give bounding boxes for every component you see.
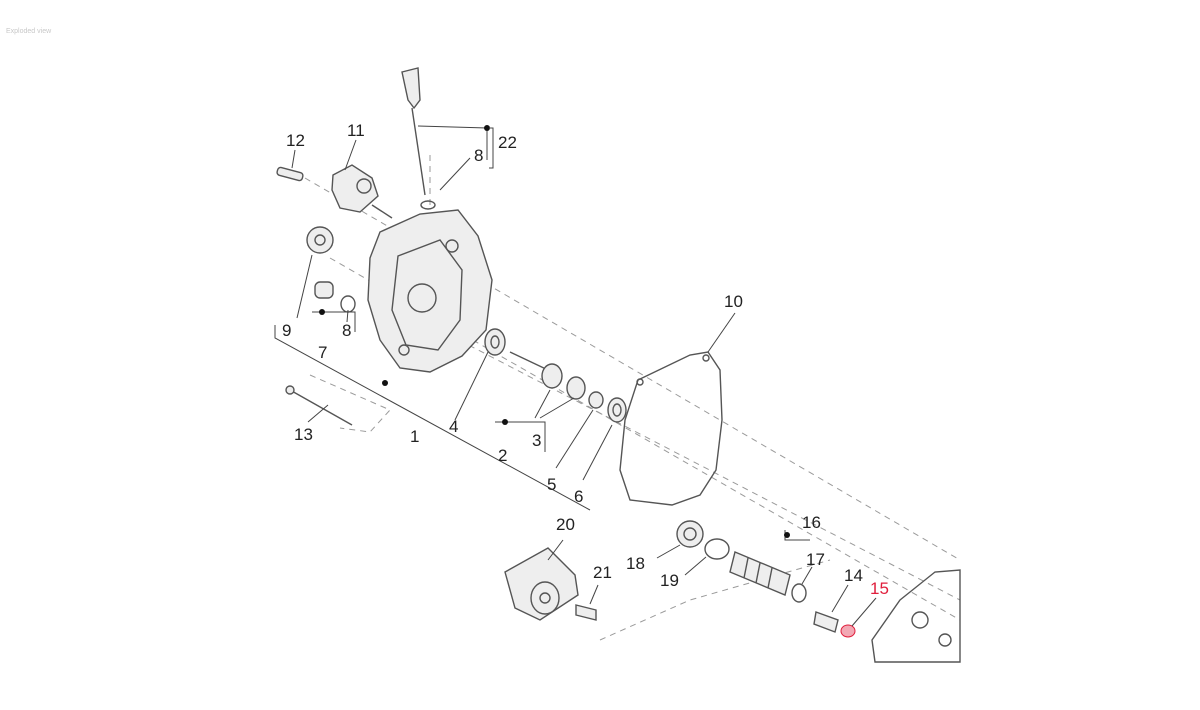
part-19-oring[interactable] [704,538,730,560]
part-13-long-bolt[interactable] [285,385,353,426]
part-5-washer[interactable] [588,391,604,409]
callout-10: 10 [724,292,743,311]
callout-16: 16 [802,513,821,532]
callout-5: 5 [547,475,556,494]
callout-12: 12 [286,131,305,150]
callout-17: 17 [806,550,825,569]
callout-6: 6 [574,487,583,506]
part-22-dipstick[interactable] [401,67,436,210]
part-7-plug[interactable] [314,281,334,299]
part-2-shaft[interactable] [509,351,549,371]
part-6-seal[interactable] [607,397,627,423]
part-15-washer[interactable] [840,624,856,638]
part-21-drain-plug[interactable] [575,604,597,621]
callout-9: 9 [282,321,291,340]
callout-15: 15 [870,579,889,598]
callout-13: 13 [294,425,313,444]
watermark: Exploded view [6,28,52,35]
callout-8-mid: 8 [342,321,351,340]
part-12-bolt[interactable] [276,166,304,182]
engine-block-fragment [871,569,961,663]
callout-2: 2 [498,446,507,465]
callout-1: 1 [410,427,419,446]
callout-20: 20 [556,515,575,534]
part-16-filter-screen[interactable] [729,551,791,596]
part-3-bearings[interactable] [541,363,586,400]
callout-7: 7 [318,343,327,362]
part-10-gasket[interactable] [619,351,723,506]
callout-14: 14 [844,566,863,585]
assembly-dots [319,125,790,538]
callout-21: 21 [593,563,612,582]
part-9-gear[interactable] [306,226,334,254]
callout-labels: 12 11 22 8 9 8 7 13 1 4 3 2 5 6 10 16 17… [282,121,889,598]
part-11-bracket[interactable] [331,164,393,219]
callout-18: 18 [626,554,645,573]
callout-4: 4 [449,417,458,436]
part-17-oring[interactable] [791,583,807,603]
callout-19: 19 [660,571,679,590]
part-20-oil-filter[interactable] [504,547,579,621]
part-8-oring[interactable] [340,295,356,313]
callout-11: 11 [347,121,365,140]
bracket-22 [489,127,494,169]
part-14-sensor[interactable] [813,611,839,633]
callout-22: 22 [498,133,517,152]
part-4-bearing[interactable] [484,328,506,356]
callout-8-top: 8 [474,146,483,165]
part-18-cap[interactable] [676,520,704,548]
callout-3: 3 [532,431,541,450]
part-1-crankcase-cover[interactable] [367,209,493,373]
